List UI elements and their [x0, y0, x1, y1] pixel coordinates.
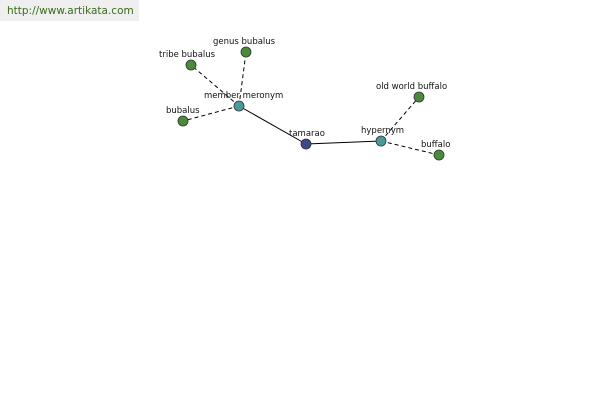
- label-hypernym[interactable]: hypernym: [361, 126, 404, 136]
- site-url-link[interactable]: http://www.artikata.com: [7, 5, 134, 17]
- url-bar: http://www.artikata.com: [0, 0, 139, 21]
- node-bubalus[interactable]: [177, 115, 189, 127]
- node-old-world-buffalo[interactable]: [413, 91, 425, 103]
- graph-labels: tribe bubalus genus bubalus bubalus old wor…: [159, 37, 450, 150]
- node-member-meronym[interactable]: [233, 100, 245, 112]
- label-member-meronym[interactable]: member meronym: [204, 91, 283, 101]
- edge-member-meronym-genus-bubalus: [238, 51, 247, 107]
- graph-nodes: [177, 46, 445, 161]
- edge-tamarao-hypernym: [305, 140, 382, 145]
- edge-tamarao-member-meronym: [238, 105, 307, 145]
- node-hypernym[interactable]: [375, 135, 387, 147]
- edge-member-meronym-bubalus: [182, 105, 240, 122]
- label-tribe-bubalus[interactable]: tribe bubalus: [159, 50, 216, 60]
- label-buffalo[interactable]: buffalo: [421, 140, 450, 150]
- edge-member-meronym-tribe-bubalus: [190, 64, 240, 107]
- edge-hypernym-buffalo: [380, 140, 440, 156]
- node-buffalo[interactable]: [433, 149, 445, 161]
- label-old-world-buffalo[interactable]: old world buffalo: [376, 82, 447, 92]
- edge-hypernym-old-world-buffalo: [380, 96, 420, 142]
- node-genus-bubalus[interactable]: [240, 46, 252, 58]
- node-tamarao[interactable]: [300, 138, 312, 150]
- node-tribe-bubalus[interactable]: [185, 59, 197, 71]
- label-bubalus[interactable]: bubalus: [166, 106, 200, 116]
- label-tamarao[interactable]: tamarao: [289, 129, 325, 139]
- label-genus-bubalus[interactable]: genus bubalus: [213, 37, 276, 47]
- graph-edges: [182, 51, 440, 156]
